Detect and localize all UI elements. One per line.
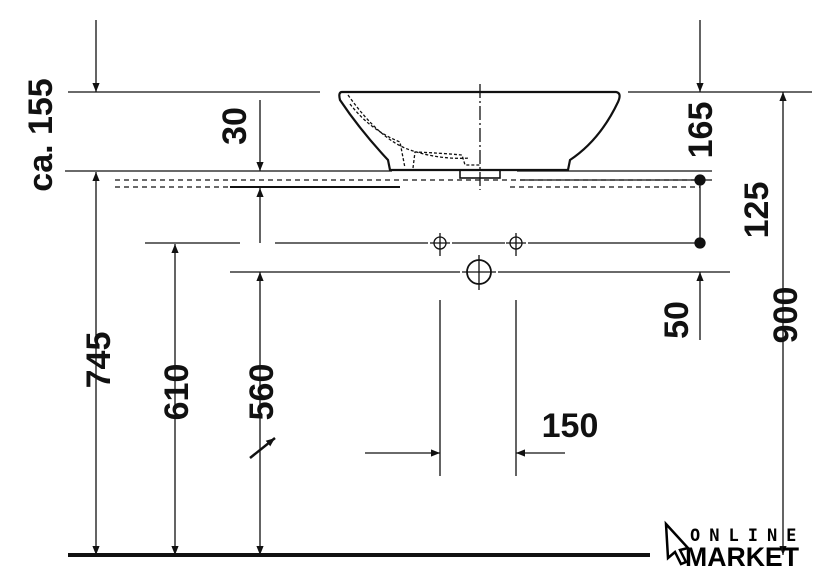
logo-online: ONLINE xyxy=(690,526,805,546)
dim-label-30: 30 xyxy=(216,107,254,145)
basin-outline xyxy=(338,90,621,172)
dim-label-165: 165 xyxy=(682,102,720,159)
dim-560-pointer xyxy=(249,437,276,459)
dim-label-150: 150 xyxy=(542,407,599,445)
dim-label-745: 745 xyxy=(80,332,118,389)
dim-label-125: 125 xyxy=(738,182,776,239)
dim-label-ca155: ca. 155 xyxy=(22,78,60,191)
online-market-logo: ONLINE MARKET xyxy=(664,520,805,572)
cursor-icon xyxy=(664,520,691,566)
dim-label-610: 610 xyxy=(158,364,196,421)
dim-label-50: 50 xyxy=(658,301,696,339)
dim-label-560: 560 xyxy=(243,364,281,421)
basin-inner-hidden xyxy=(347,94,480,169)
logo-market: MARKET xyxy=(685,542,799,572)
dim-label-900: 900 xyxy=(767,287,805,344)
